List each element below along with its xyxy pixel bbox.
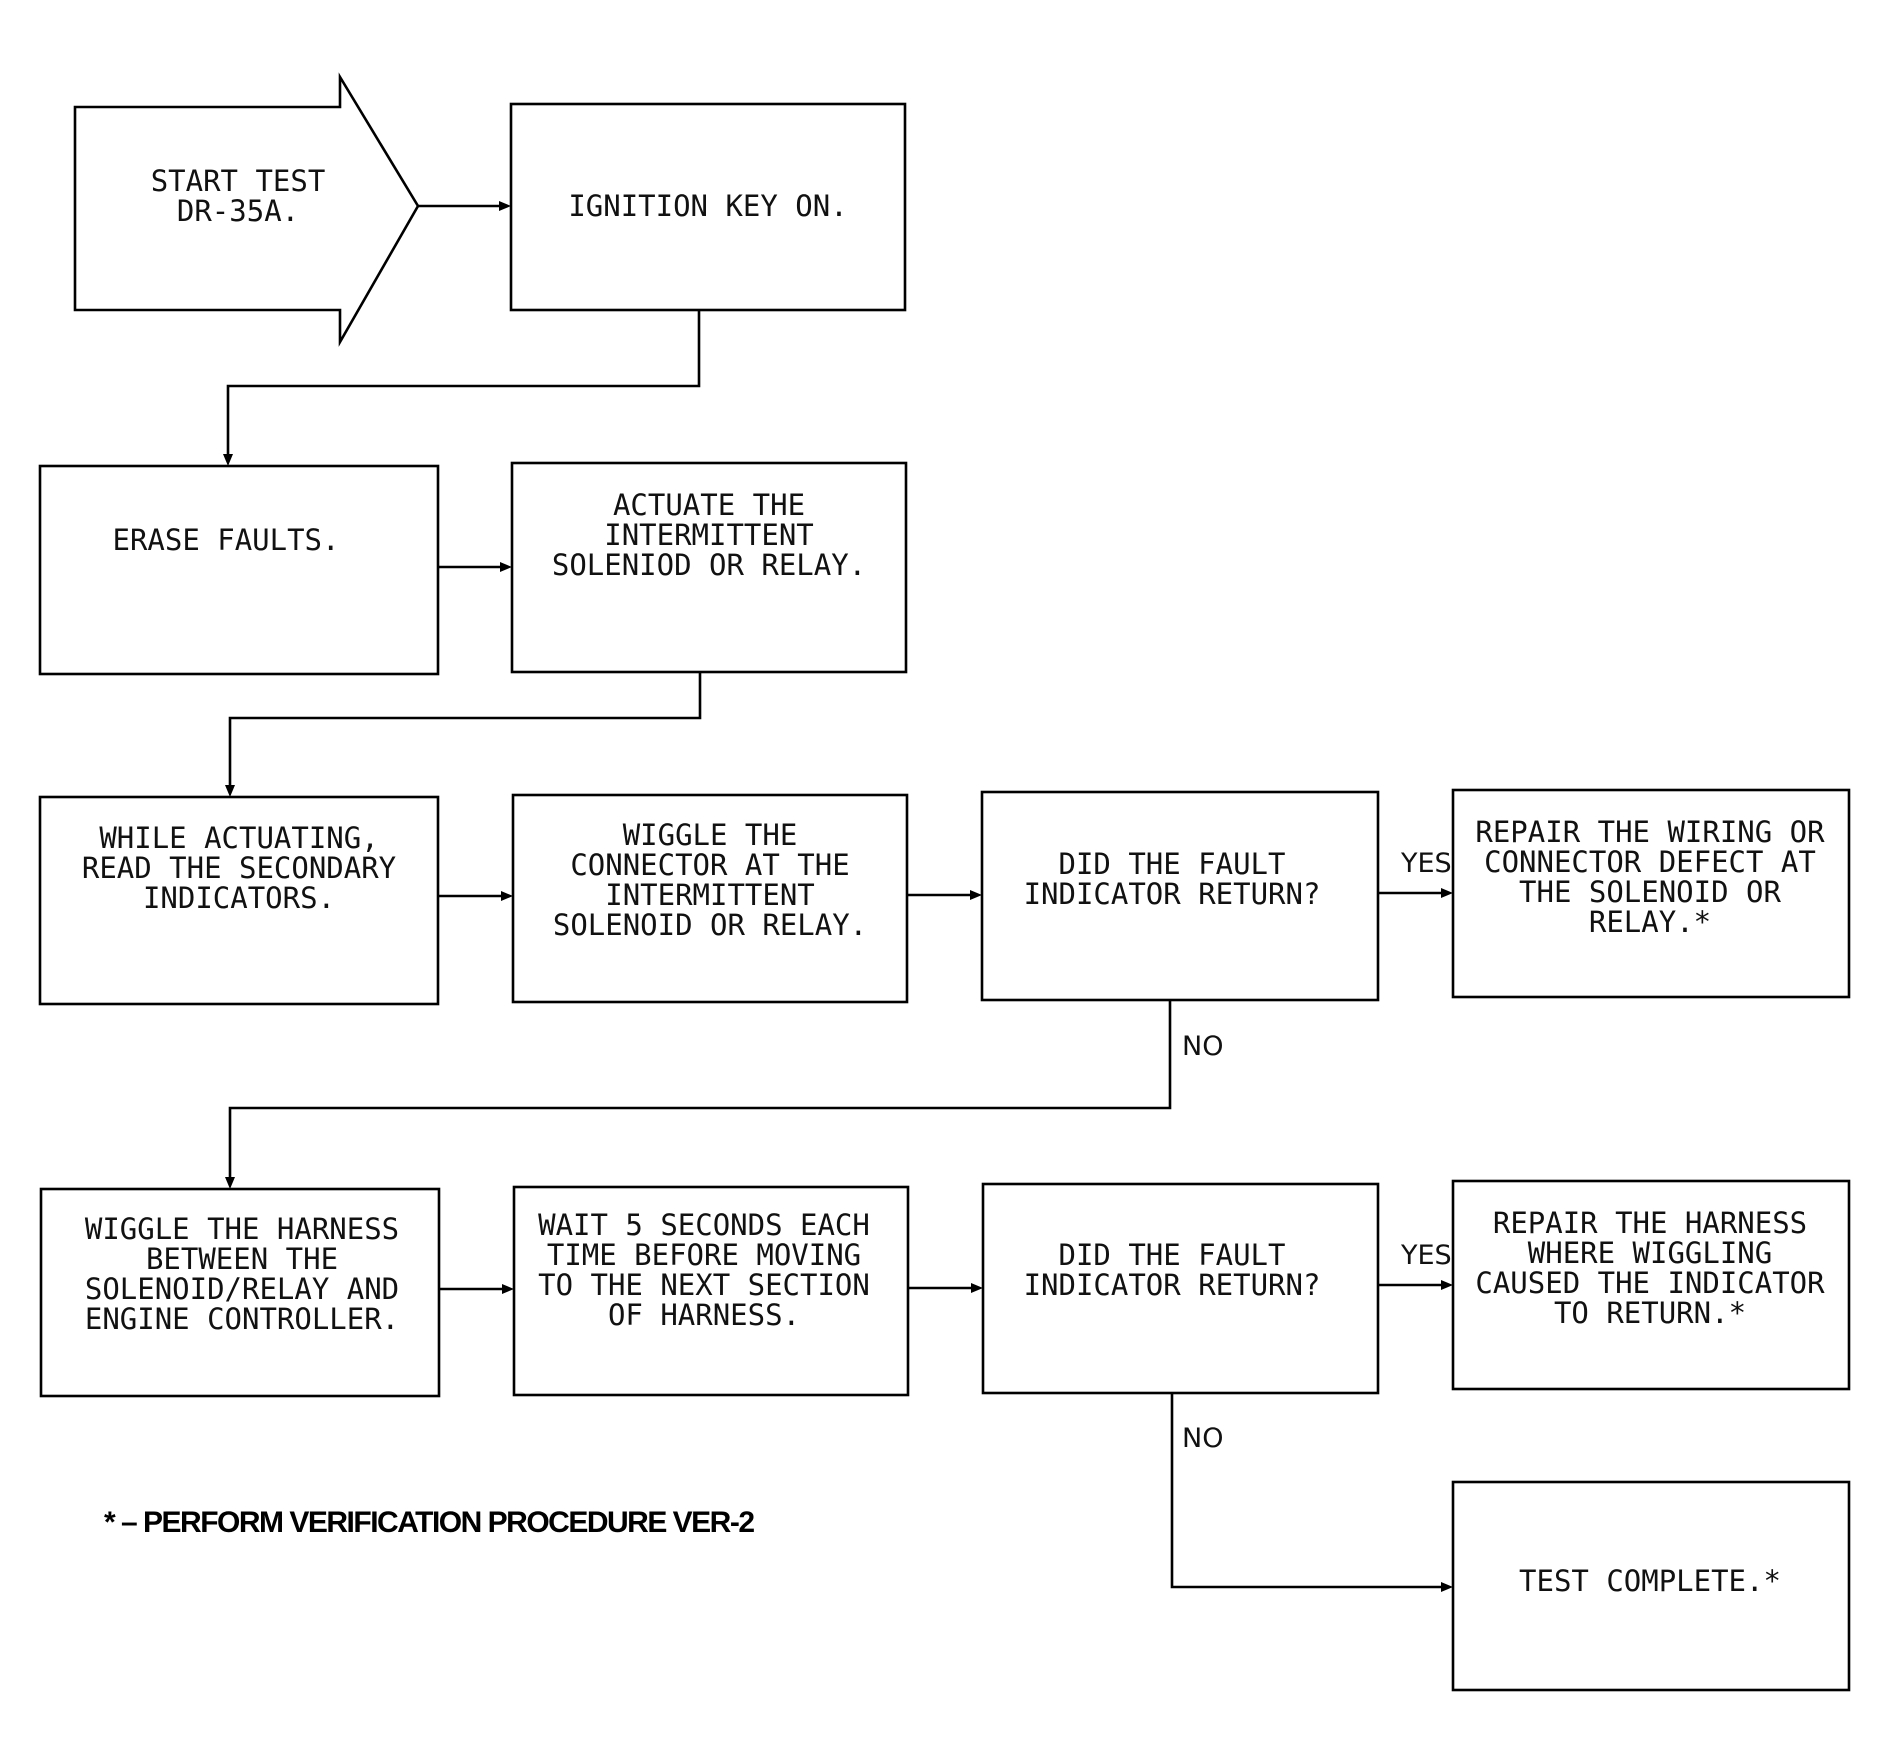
repair-harness-text-line-1: REPAIR THE HARNESS (1493, 1206, 1807, 1240)
yes-label-1: YES (1400, 848, 1452, 879)
test-complete-step: TEST COMPLETE.* (1451, 1480, 1851, 1692)
arrowhead-decision-2 (971, 1283, 983, 1293)
arrowhead-read (225, 785, 235, 797)
wiggle-harness-text-line-4: ENGINE CONTROLLER. (85, 1302, 399, 1336)
no-label-2: NO (1182, 1423, 1223, 1454)
connector-lines (223, 201, 1453, 1592)
wiggle-harness-text-line-1: WIGGLE THE HARNESS (85, 1212, 399, 1246)
actuate-solenoid-text-line-3: SOLENIOD OR RELAY. (552, 548, 866, 582)
arrowhead-wait (502, 1284, 514, 1294)
actuate-solenoid-text-line-2: INTERMITTENT (604, 518, 814, 552)
repair-harness-text-line-3: CAUSED THE INDICATOR (1475, 1266, 1825, 1300)
arrowhead-repair-wiring (1441, 888, 1453, 898)
repair-harness-text-line-2: WHERE WIGGLING (1528, 1236, 1772, 1270)
wiggle-connector-text-line-3: INTERMITTENT (605, 878, 815, 912)
connector-no-1 (228, 1000, 1172, 1184)
wiggle-connector-text-line-4: SOLENOID OR RELAY. (553, 908, 867, 942)
test-complete-text-line-1: TEST COMPLETE.* (1519, 1564, 1781, 1598)
arrowhead-decision-1 (970, 890, 982, 900)
yes-label-2: YES (1400, 1240, 1452, 1271)
test-complete-text: TEST COMPLETE.* (1519, 1564, 1781, 1598)
arrowhead-wiggle-harness (225, 1177, 235, 1189)
erase-faults-text: ERASE FAULTS. (113, 523, 340, 557)
fault-return-decision-2-text-line-2: INDICATOR RETURN? (1024, 1268, 1321, 1302)
actuate-solenoid-text-line-1: ACTUATE THE (613, 488, 805, 522)
connector-no-2 (1170, 1393, 1448, 1589)
arrowhead-wiggle-connector (501, 891, 513, 901)
no-label-1: NO (1182, 1031, 1223, 1062)
read-secondary-indicators-text-line-3: INDICATORS. (143, 881, 335, 915)
wiggle-connector-text-line-1: WIGGLE THE (623, 818, 798, 852)
arrowhead-actuate (500, 562, 512, 572)
repair-wiring-text-line-1: REPAIR THE WIRING OR (1475, 815, 1825, 849)
ignition-key-on-text-line-1: IGNITION KEY ON. (568, 189, 847, 223)
erase-faults-step: ERASE FAULTS. (38, 464, 440, 676)
read-secondary-indicators-text-line-2: READ THE SECONDARY (82, 851, 396, 885)
arrowhead-erase (223, 454, 233, 466)
wiggle-harness-text-line-3: SOLENOID/RELAY AND (85, 1272, 399, 1306)
fault-return-decision-1-text-line-1: DID THE FAULT (1059, 847, 1286, 881)
erase-faults-text-line-1: ERASE FAULTS. (113, 523, 340, 557)
wait-five-seconds-text-line-1: WAIT 5 SECONDS EACH (538, 1208, 870, 1242)
verification-footnote: * – PERFORM VERIFICATION PROCEDURE VER-2 (104, 1506, 754, 1539)
repair-wiring-text-line-4: RELAY.* (1589, 905, 1711, 939)
connector-ignition-erase (226, 310, 701, 461)
start-test-text-line-2: DR-35A. (177, 194, 299, 228)
fault-return-decision-2-text-line-1: DID THE FAULT (1059, 1238, 1286, 1272)
arrowhead-ignition (499, 201, 511, 211)
start-test-text-line-1: START TEST (151, 164, 326, 198)
wait-five-seconds-text-line-4: OF HARNESS. (608, 1298, 800, 1332)
wait-five-seconds-text-line-3: TO THE NEXT SECTION (538, 1268, 870, 1302)
connector-actuate-read (228, 672, 702, 792)
arrowhead-test-complete (1441, 1582, 1453, 1592)
ignition-key-on-text: IGNITION KEY ON. (568, 189, 847, 223)
wait-five-seconds-text-line-2: TIME BEFORE MOVING (547, 1238, 861, 1272)
read-secondary-indicators-text-line-1: WHILE ACTUATING, (99, 821, 378, 855)
arrowhead-repair-harness (1441, 1280, 1453, 1290)
repair-harness-text-line-4: TO RETURN.* (1554, 1296, 1746, 1330)
repair-wiring-text-line-3: THE SOLENOID OR (1519, 875, 1781, 909)
wiggle-connector-text-line-2: CONNECTOR AT THE (570, 848, 849, 882)
fault-return-decision-1-text-line-2: INDICATOR RETURN? (1024, 877, 1321, 911)
repair-wiring-text-line-2: CONNECTOR DEFECT AT (1484, 845, 1816, 879)
ignition-key-on-step: IGNITION KEY ON. (509, 102, 907, 312)
wiggle-harness-text-line-2: BETWEEN THE (146, 1242, 338, 1276)
